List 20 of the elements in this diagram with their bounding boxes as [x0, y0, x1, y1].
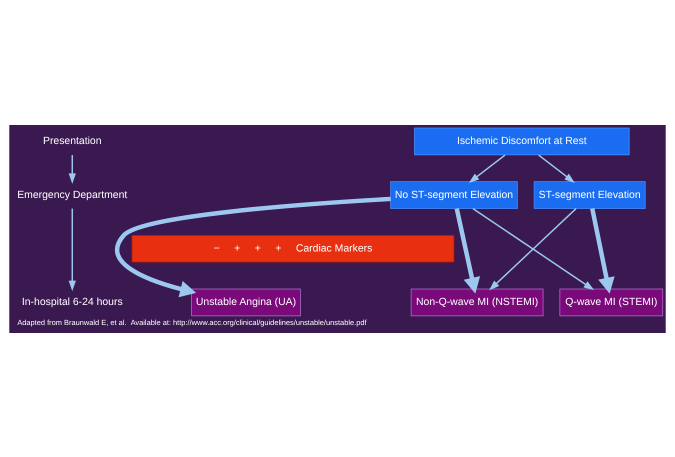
arrow	[472, 207, 594, 290]
node-box: Non-Q-wave MI (NSTEMI)	[410, 288, 544, 316]
arrow	[538, 154, 575, 182]
node-text: Presentation	[43, 136, 102, 147]
node-box: Ischemic Discomfort at Rest	[414, 127, 630, 155]
arrow	[489, 208, 577, 290]
arrow	[454, 208, 480, 294]
node-box: ST-segment Elevation	[534, 180, 646, 208]
node-box: No ST-segment Elevation	[390, 180, 518, 208]
arrow	[68, 154, 76, 184]
arrow	[590, 208, 615, 294]
node-text: In-hospital 6-24 hours	[22, 296, 123, 308]
arrow	[68, 208, 76, 291]
node-box: Q-wave MI (STEMI)	[559, 288, 664, 316]
node-box: − + + + Cardiac Markers	[132, 234, 454, 262]
node-box: Unstable Angina (UA)	[191, 288, 301, 316]
arrow	[468, 154, 506, 182]
caption: Adapted from Braunwald E, et al. Available at: http://www.acc.org/clinical/guidelines/unstable/unstable.pdf	[17, 317, 367, 326]
arrow	[115, 196, 391, 297]
node-text: Emergency Department	[17, 189, 128, 200]
